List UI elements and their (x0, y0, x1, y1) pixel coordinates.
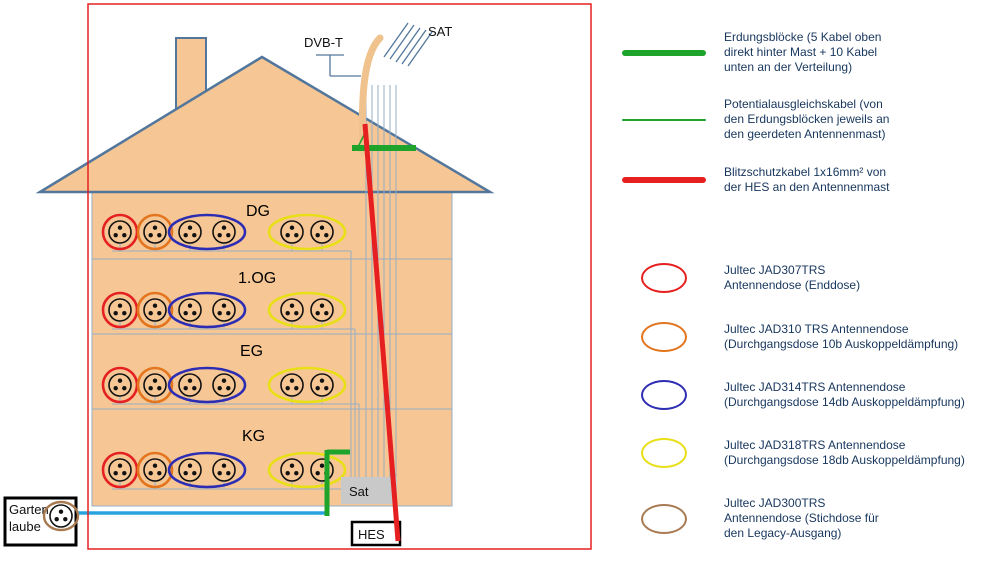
legend-item-blitzschutz: Blitzschutzkabel 1x16mm² von der HES an … (612, 165, 996, 195)
antenna-outlet-icon (178, 220, 202, 244)
legend-item-jad318: Jultec JAD318TRS Antennendose (Durchgang… (612, 438, 996, 468)
house-roof (35, 55, 495, 194)
sat-box-rect (341, 477, 397, 504)
grounding-block-line-swatch (622, 49, 706, 56)
legend-item-jad307: Jultec JAD307TRS Antennendose (Enddose) (612, 263, 996, 293)
lightning-protection-cable (362, 123, 401, 542)
floor-label-eg: EG (240, 343, 263, 360)
legend-text: Jultec JAD300TRS Antennendose (Stichdose… (724, 496, 879, 540)
antenna-mast-group: DVB-T SAT (304, 22, 452, 156)
dose-group-ellipse (136, 291, 174, 329)
floor-labels: DG 1.OG EG KG (238, 203, 276, 445)
red-ellipse-swatch (641, 263, 687, 293)
legend-text: Jultec JAD307TRS Antennendose (Enddose) (724, 263, 861, 292)
antenna-outlet-icon (280, 373, 304, 397)
antenna-outlet-icon (310, 220, 334, 244)
brown-ellipse-swatch (641, 503, 687, 534)
dose-group-ellipse (267, 291, 347, 329)
legend-text: Jultec JAD314TRS Antennendose (Durchgang… (724, 380, 965, 409)
antenna-outlet-icon (212, 220, 236, 244)
dose-group-ellipse (136, 366, 174, 404)
legend-item-jad314: Jultec JAD314TRS Antennendose (Durchgang… (612, 380, 996, 410)
antenna-outlet-icon (143, 373, 167, 397)
antenna-outlet-icon (178, 298, 202, 322)
dose-group-ellipse (267, 451, 347, 489)
antenna-outlet-icon (108, 373, 132, 397)
sat-label: SAT (428, 24, 452, 39)
potential-equalization-line-swatch (622, 118, 706, 121)
antenna-outlet-icon (212, 458, 236, 482)
antenna-outlet-icon (143, 298, 167, 322)
legend-item-erdungsbloecke: Erdungsblöcke (5 Kabel oben direkt hinte… (612, 30, 996, 75)
legend-item-potentialausgleich: Potentialausgleichskabel (von den Erdung… (612, 97, 996, 142)
garden-outlet (42, 500, 80, 532)
dose-group-ellipse (42, 500, 80, 532)
antenna-outlet-icon (108, 458, 132, 482)
antenna-outlet-icon (310, 298, 334, 322)
antenna-outlet-icon (310, 373, 334, 397)
floor-label-og: 1.OG (238, 270, 276, 287)
dose-group-ellipse (136, 451, 174, 489)
garden-label-line2: laube (9, 519, 41, 534)
floor-label-kg: KG (242, 428, 265, 445)
blue-ellipse-swatch (641, 380, 687, 410)
antenna-outlet-icon (310, 458, 334, 482)
dose-group-ellipse (167, 366, 247, 404)
dose-group-ellipse (167, 213, 247, 251)
yellow-ellipse-swatch (641, 438, 687, 468)
antenna-mast (358, 34, 384, 156)
dose-group-ellipse (267, 366, 347, 404)
antenna-outlet-icon (280, 220, 304, 244)
antenna-outlet-icon (212, 373, 236, 397)
legend-text: Erdungsblöcke (5 Kabel oben direkt hinte… (724, 30, 882, 74)
antenna-outlet-icon (212, 298, 236, 322)
sat-dish-icon (383, 22, 433, 67)
lightning-cable-line-swatch (622, 177, 706, 183)
legend-item-jad300: Jultec JAD300TRS Antennendose (Stichdose… (612, 496, 996, 541)
antenna-outlets (101, 213, 347, 489)
dose-group-ellipse (136, 213, 174, 251)
legend-text: Blitzschutzkabel 1x16mm² von der HES an … (724, 165, 890, 194)
sat-box-label: Sat (349, 484, 369, 499)
dose-group-ellipse (167, 291, 247, 329)
antenna-outlet-icon (143, 458, 167, 482)
antenna-outlet-icon (280, 458, 304, 482)
floor-label-dg: DG (246, 203, 270, 220)
antenna-outlet-icon (108, 220, 132, 244)
legend-text: Jultec JAD318TRS Antennendose (Durchgang… (724, 438, 965, 467)
dvbt-antenna-icon (316, 54, 361, 77)
antenna-outlet-icon (143, 220, 167, 244)
hes-box-rect (350, 520, 402, 547)
legend-text: Potentialausgleichskabel (von den Erdung… (724, 97, 890, 141)
dvbt-label: DVB-T (304, 35, 343, 50)
antenna-outlet-icon (108, 298, 132, 322)
legend-text: Jultec JAD310 TRS Antennendose (Durchgan… (724, 322, 959, 351)
antenna-outlet-icon (280, 298, 304, 322)
garden-label-line1: Garten (9, 502, 49, 517)
hes-box: HES (350, 520, 402, 547)
diagram-border (87, 3, 592, 550)
dose-group-ellipse (267, 213, 347, 251)
antenna-outlet-icon (49, 504, 73, 528)
antenna-outlet-icon (178, 373, 202, 397)
antenna-outlet-icon (178, 458, 202, 482)
orange-ellipse-swatch (641, 322, 687, 352)
legend: Erdungsblöcke (5 Kabel oben direkt hinte… (612, 0, 1000, 572)
dose-group-ellipse (167, 451, 247, 489)
sat-distribution-box: Sat (341, 477, 397, 504)
legend-item-jad310: Jultec JAD310 TRS Antennendose (Durchgan… (612, 322, 996, 352)
hes-label: HES (358, 527, 385, 542)
